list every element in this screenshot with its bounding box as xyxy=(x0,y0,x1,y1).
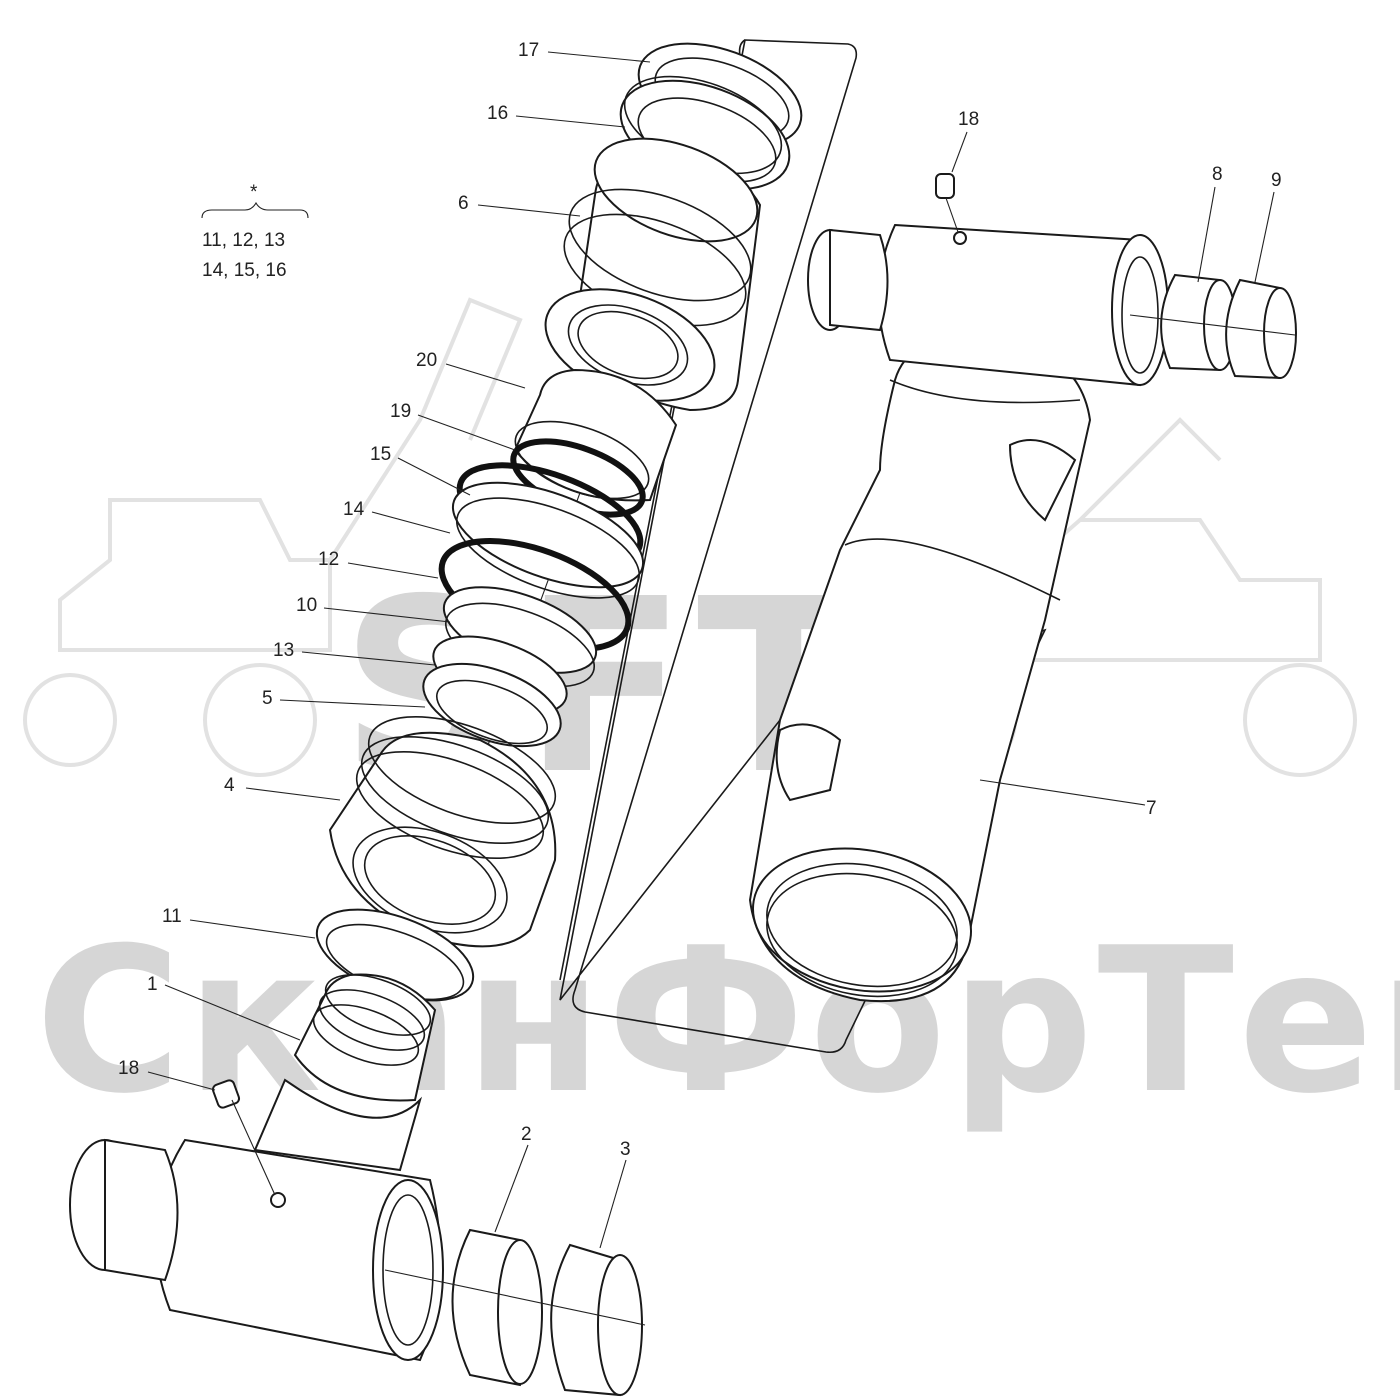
repair-kit-note: * 11, 12, 13 14, 15, 16 xyxy=(201,182,309,281)
callout-9: 9 xyxy=(1271,170,1282,191)
kit-note-line-1: 11, 12, 13 xyxy=(202,230,285,251)
part-14-piston-seal xyxy=(451,481,645,599)
callout-17: 17 xyxy=(518,40,539,61)
callout-16: 16 xyxy=(487,103,508,124)
part-18-grease-nipple-lower xyxy=(211,1079,276,1196)
callout-3: 3 xyxy=(620,1139,631,1160)
part-7-cylinder-tube xyxy=(748,333,1092,1003)
kit-note-brace xyxy=(201,201,309,219)
callout-6: 6 xyxy=(458,193,469,214)
part-9-bushing xyxy=(1225,278,1297,380)
callout-1: 1 xyxy=(147,974,158,995)
part-8-bushing xyxy=(1160,273,1237,372)
callout-4: 4 xyxy=(224,775,235,796)
callout-15: 15 xyxy=(370,444,391,465)
bushing-axis-upper xyxy=(1129,314,1296,336)
callout-7: 7 xyxy=(1146,798,1157,819)
part-3-bushing xyxy=(550,1243,643,1397)
part-2-bushing xyxy=(451,1228,543,1387)
part-18-grease-nipple-upper xyxy=(935,173,959,233)
watermark-company: СканФорТек xyxy=(35,905,1400,1138)
cylinder-tray-outline xyxy=(559,39,1047,1054)
callout-18-upper: 18 xyxy=(958,109,979,130)
part-1-piston-rod xyxy=(253,973,437,1172)
callout-12: 12 xyxy=(318,549,339,570)
kit-note-symbol: * xyxy=(250,182,258,203)
callout-19: 19 xyxy=(390,401,411,422)
part-20-guide-ring xyxy=(513,368,678,502)
callout-14: 14 xyxy=(343,499,365,520)
watermark-tractor-left xyxy=(23,297,523,777)
cylinder-eye-housing xyxy=(807,223,1169,387)
callout-8: 8 xyxy=(1212,164,1223,185)
part-4-piston xyxy=(328,715,557,948)
callout-10: 10 xyxy=(296,595,317,616)
callout-labels: 17 16 6 20 19 15 14 12 10 13 5 4 11 1 18… xyxy=(118,40,1282,1160)
callout-11: 11 xyxy=(162,906,182,927)
part-5-ring xyxy=(422,662,562,748)
callout-20: 20 xyxy=(416,350,437,371)
callout-leaders xyxy=(147,51,1275,1249)
callout-2: 2 xyxy=(521,1124,532,1145)
kit-note-line-2: 14, 15, 16 xyxy=(202,260,287,281)
callout-13: 13 xyxy=(273,640,294,661)
bushing-axis-lower xyxy=(384,1269,646,1326)
rod-eye-housing xyxy=(69,1138,444,1362)
callout-5: 5 xyxy=(262,688,273,709)
callout-18-lower: 18 xyxy=(118,1058,139,1079)
